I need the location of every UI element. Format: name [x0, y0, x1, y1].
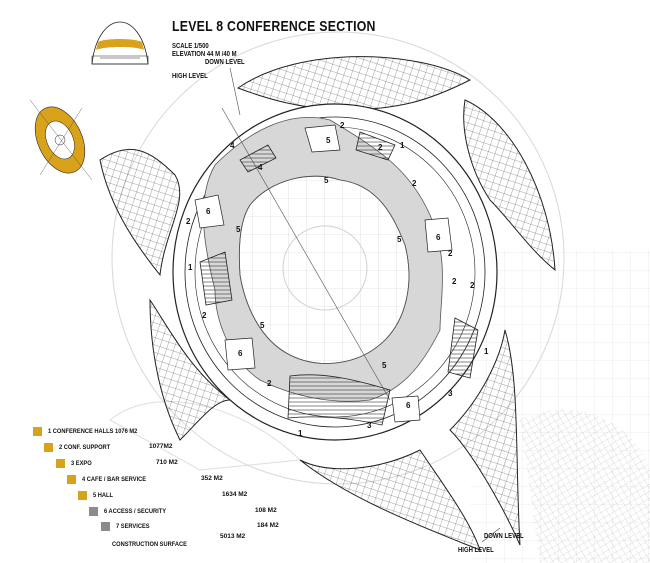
room-label: 5 — [236, 225, 241, 234]
room-label: 4 — [230, 141, 235, 150]
room-label: 1 — [400, 141, 405, 150]
room-label: 3 — [367, 421, 372, 430]
construction-surface-label: CONSTRUCTION SURFACE — [112, 541, 188, 548]
room-label: 5 — [326, 136, 331, 145]
plan-key-diagram — [29, 99, 93, 181]
legend-swatch — [78, 491, 87, 500]
legend-area: 108 M2 — [255, 507, 277, 514]
room-label: 4 — [258, 163, 263, 172]
room-label: 2 — [412, 179, 417, 188]
mesh-envelope — [99, 56, 556, 551]
room-label: 2 — [202, 311, 207, 320]
legend-label: 7 SERVICES — [116, 523, 150, 530]
legend-item: 2 CONF. SUPPORT — [44, 442, 117, 453]
legend-label: 1 CONFERENCE HALLS 1076 M2 — [48, 428, 138, 435]
legend-swatch — [44, 443, 53, 452]
room-label: 2 — [186, 217, 191, 226]
legend-label: 5 HALL — [93, 492, 114, 499]
room-label: 1 — [188, 263, 193, 272]
room-label: 6 — [206, 207, 211, 216]
legend-area: 352 M2 — [201, 475, 223, 482]
room-label: 2 — [340, 121, 345, 130]
room-label: 6 — [238, 349, 243, 358]
construction-surface: CONSTRUCTION SURFACE — [112, 533, 197, 548]
bottom-high-level-label: HIGH LEVEL — [458, 547, 494, 554]
legend-label: 2 CONF. SUPPORT — [59, 444, 111, 451]
room-label: 2 — [267, 379, 272, 388]
room-label: 6 — [406, 401, 411, 410]
legend-swatch — [33, 427, 42, 436]
auditorium-seating — [199, 131, 479, 426]
legend-swatch — [101, 522, 110, 531]
level-pointer-bottom — [481, 527, 501, 543]
room-label: 2 — [452, 277, 457, 286]
room-label: 5 — [324, 176, 329, 185]
legend-item: 7 SERVICES — [101, 521, 154, 532]
room-label: 1 — [298, 429, 303, 438]
legend-area: 1077M2 — [149, 443, 173, 450]
legend-item: 1 CONFERENCE HALLS 1076 M2 — [33, 426, 150, 437]
room-label: 1 — [484, 347, 489, 356]
room-label: 2 — [378, 143, 383, 152]
service-cores — [194, 124, 453, 423]
room-label: 2 — [470, 281, 475, 290]
plan-room-labels: 1 1 1 1 2 2 2 2 2 2 2 2 2 3 3 4 4 5 5 5 5 5 5 6 6 6 6 — [186, 121, 489, 438]
legend-label: 4 CAFE / BAR SERVICE — [82, 476, 147, 483]
construction-surface-area: 5013 M2 — [220, 533, 246, 540]
scale-text: SCALE 1/500 — [172, 43, 209, 50]
room-label: 5 — [260, 321, 265, 330]
top-down-level-label: DOWN LEVEL — [205, 59, 245, 66]
legend-swatch — [67, 475, 76, 484]
legend-item: 6 ACCESS / SECURITY — [89, 506, 175, 517]
room-label: 6 — [436, 233, 441, 242]
legend-area: 710 M2 — [156, 459, 178, 466]
page-title: LEVEL 8 CONFERENCE SECTION — [172, 18, 376, 35]
room-label: 2 — [448, 249, 453, 258]
legend-label: 6 ACCESS / SECURITY — [104, 508, 167, 515]
legend-item: 5 HALL — [78, 490, 116, 501]
bottom-down-level-label: DOWN LEVEL — [484, 533, 524, 540]
legend-swatch — [89, 507, 98, 516]
legend-area: 1634 M2 — [222, 491, 248, 498]
legend-swatch — [56, 459, 65, 468]
room-label: 5 — [382, 361, 387, 370]
top-high-level-label: HIGH LEVEL — [172, 73, 208, 80]
section-key-diagram — [91, 21, 149, 65]
room-label: 3 — [448, 389, 453, 398]
elevation-text: ELEVATION 44 M /40 M — [172, 51, 237, 58]
room-label: 5 — [397, 235, 402, 244]
legend-item: 3 EXPO — [56, 458, 94, 469]
legend-item: 4 CAFE / BAR SERVICE — [67, 474, 155, 485]
legend-area: 184 M2 — [257, 522, 279, 529]
legend-label: 3 EXPO — [71, 460, 92, 467]
